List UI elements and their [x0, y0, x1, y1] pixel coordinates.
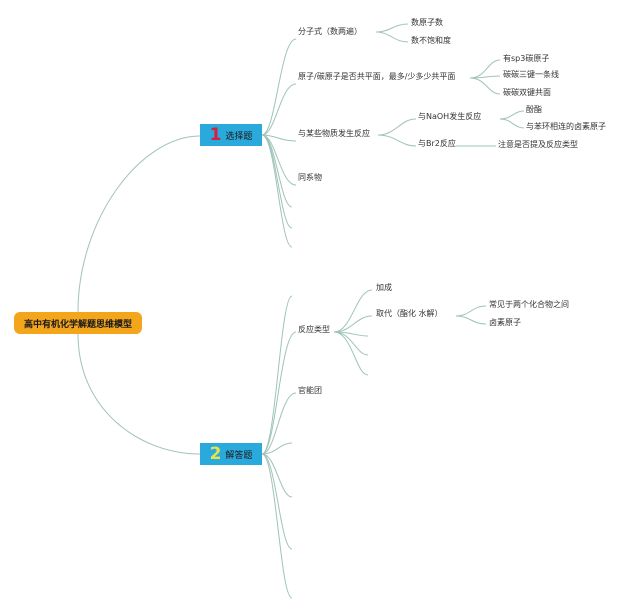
leaf-phenol-ester[interactable]: 酚酯 [526, 105, 542, 114]
branch-number: 2 [209, 444, 222, 464]
link-b2-empty-d [261, 453, 293, 550]
link-fy-empty-3 [333, 331, 369, 376]
leaf-reaction-type-note[interactable]: 注意是否提及反应类型 [498, 140, 578, 149]
topic-coplanarity[interactable]: 原子/碳原子是否共平面，最多/少多少共平面 [298, 72, 456, 81]
link-t2-c3 [469, 77, 501, 95]
link-t3-c2 [377, 134, 417, 147]
link-b2-empty-c [261, 453, 293, 498]
topic-molecular-formula[interactable]: 分子式（数两遍） [298, 27, 362, 36]
topic-homologs[interactable]: 同系物 [298, 173, 322, 182]
leaf-between-two-compounds[interactable]: 常见于两个化合物之间 [489, 300, 569, 309]
leaf-addition[interactable]: 加成 [376, 283, 392, 292]
link-b1-topic-1 [261, 38, 297, 136]
root-node[interactable]: 高中有机化学解题思维模型 [14, 312, 142, 334]
leaf-count-atoms[interactable]: 数原子数 [411, 18, 443, 27]
link-fy-c1 [333, 289, 373, 333]
link-b2-empty-b [261, 442, 293, 455]
leaf-count-unsaturation[interactable]: 数不饱和度 [411, 36, 451, 45]
link-qd-c1 [455, 305, 487, 317]
branch-label: 解答题 [225, 450, 253, 461]
link-root-branch-2 [77, 333, 201, 455]
topic-reactions[interactable]: 与某些物质发生反应 [298, 129, 370, 138]
branch-label: 选择题 [225, 131, 253, 142]
link-t3-c1 [377, 118, 417, 136]
branch-number: 1 [209, 125, 222, 145]
link-t2-c1 [469, 59, 501, 79]
topic-reaction-types[interactable]: 反应类型 [298, 325, 330, 334]
link-b1-topic-3 [261, 134, 297, 142]
link-naoh-c2 [499, 118, 525, 129]
leaf-double-bond-plane[interactable]: 碳碳双键共面 [503, 88, 551, 97]
branch-node-multiple-choice[interactable]: 1 选择题 [200, 124, 262, 146]
link-b2-topic-1 [261, 331, 297, 455]
subtopic-substitution[interactable]: 取代（酯化 水解） [376, 309, 443, 318]
link-b1-empty-1 [261, 134, 293, 208]
link-fy-c2 [333, 315, 373, 333]
branch-node-free-response[interactable]: 2 解答题 [200, 443, 262, 465]
link-b2-empty-a [261, 295, 293, 455]
link-b1-topic-2 [261, 83, 297, 136]
link-root-branch-1 [77, 135, 201, 313]
leaf-halogen-atom[interactable]: 卤素原子 [489, 318, 521, 327]
leaf-triple-bond-line[interactable]: 碳碳三键一条线 [503, 70, 559, 79]
link-naoh-c1 [499, 110, 525, 120]
subtopic-naoh[interactable]: 与NaOH发生反应 [418, 112, 482, 121]
link-qd-c2 [455, 315, 487, 325]
link-t1-c1 [375, 23, 409, 33]
leaf-sp3-carbon[interactable]: 有sp3碳原子 [503, 54, 550, 63]
subtopic-br2[interactable]: 与Br2反应 [418, 139, 456, 148]
link-b2-topic-2 [261, 392, 297, 455]
leaf-aryl-halogen[interactable]: 与苯环相连的卤素原子 [526, 122, 606, 131]
topic-functional-groups[interactable]: 官能团 [298, 386, 322, 395]
link-b1-empty-2 [261, 134, 293, 229]
link-t1-c2 [375, 31, 409, 43]
link-b1-empty-3 [261, 134, 293, 248]
link-b2-empty-e [261, 453, 293, 599]
